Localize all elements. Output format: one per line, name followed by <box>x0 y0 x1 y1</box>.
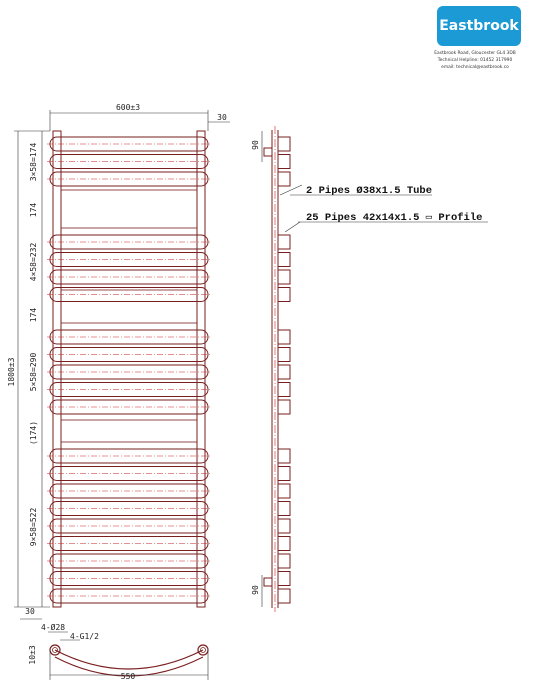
note-profile: 25 Pipes 42x14x1.5 ▭ Profile <box>306 212 482 224</box>
side-bar <box>277 269 291 285</box>
dim-group1: 3×58=174 <box>29 143 38 182</box>
dim-bottom-offset: 30 <box>25 607 35 616</box>
profile-leader-arrow <box>284 221 301 233</box>
dim-group2: 4×58=232 <box>29 243 38 282</box>
gap-window <box>60 419 198 443</box>
logo-text: Eastbrook <box>439 18 519 34</box>
dim-gap2: 174 <box>29 308 38 323</box>
side-bar <box>277 553 291 569</box>
note-pipes: 2 Pipes Ø38x1.5 Tube <box>306 185 432 197</box>
front-view <box>47 130 211 608</box>
pipe-thread <box>52 647 58 653</box>
side-bar <box>277 171 291 187</box>
top-bracket <box>263 147 273 157</box>
side-bar <box>277 329 291 345</box>
contact-info: Eastbrook Road, Gloucester GL4 3DB Techn… <box>420 50 530 71</box>
side-bar <box>277 252 291 267</box>
dim-base-width: 550 <box>121 672 136 681</box>
side-bar <box>277 136 291 152</box>
right-vertical-pipe <box>196 130 206 608</box>
dim-side-bottom: 90 <box>251 585 260 595</box>
side-bar <box>277 536 291 551</box>
dim-gap3: (174) <box>29 421 38 445</box>
base-arc-outer <box>54 649 204 670</box>
side-bar <box>277 518 291 534</box>
dim-thread: 4-G1/2 <box>70 632 99 641</box>
side-bar <box>277 571 291 586</box>
base-arc-inner <box>54 656 204 677</box>
side-view <box>263 126 291 612</box>
dim-overall-width: 600±3 <box>116 103 140 112</box>
dim-group3: 5×58=290 <box>29 353 38 392</box>
side-bar <box>277 364 291 380</box>
pipes-leader-arrow <box>279 184 303 196</box>
side-bar <box>277 347 291 362</box>
side-bar <box>277 399 291 415</box>
side-bar <box>277 154 291 169</box>
dim-top-offset: 30 <box>217 113 227 122</box>
gap-window <box>60 289 198 324</box>
side-bar <box>277 382 291 397</box>
dim-overall-height: 1800±3 <box>7 357 16 386</box>
side-bar <box>277 588 291 604</box>
pipe-thread <box>200 647 206 653</box>
left-vertical-pipe <box>52 130 62 608</box>
side-bar <box>277 234 291 250</box>
eastbrook-logo: Eastbrook <box>437 6 521 46</box>
side-bar <box>277 287 291 302</box>
dim-side-top: 90 <box>251 140 260 150</box>
side-bar <box>277 483 291 499</box>
address-line: Eastbrook Road, Gloucester GL4 3DB <box>434 51 516 56</box>
phone-line: Technical Helpline: 01452 317990 <box>437 58 513 63</box>
side-bar <box>277 466 291 481</box>
dimension-lines <box>14 110 488 680</box>
dim-diameter: 4-Ø28 <box>41 622 65 632</box>
bottom-view <box>49 644 209 677</box>
bottom-bracket <box>263 577 273 587</box>
side-bar <box>277 448 291 464</box>
dim-base-depth: 10±3 <box>28 645 37 664</box>
dim-group4: 9×58=522 <box>29 508 38 547</box>
gap-window <box>60 189 198 229</box>
dim-gap1: 174 <box>29 203 38 218</box>
email-line: email: technical@eastbrook.co <box>441 65 509 70</box>
side-bar <box>277 501 291 516</box>
